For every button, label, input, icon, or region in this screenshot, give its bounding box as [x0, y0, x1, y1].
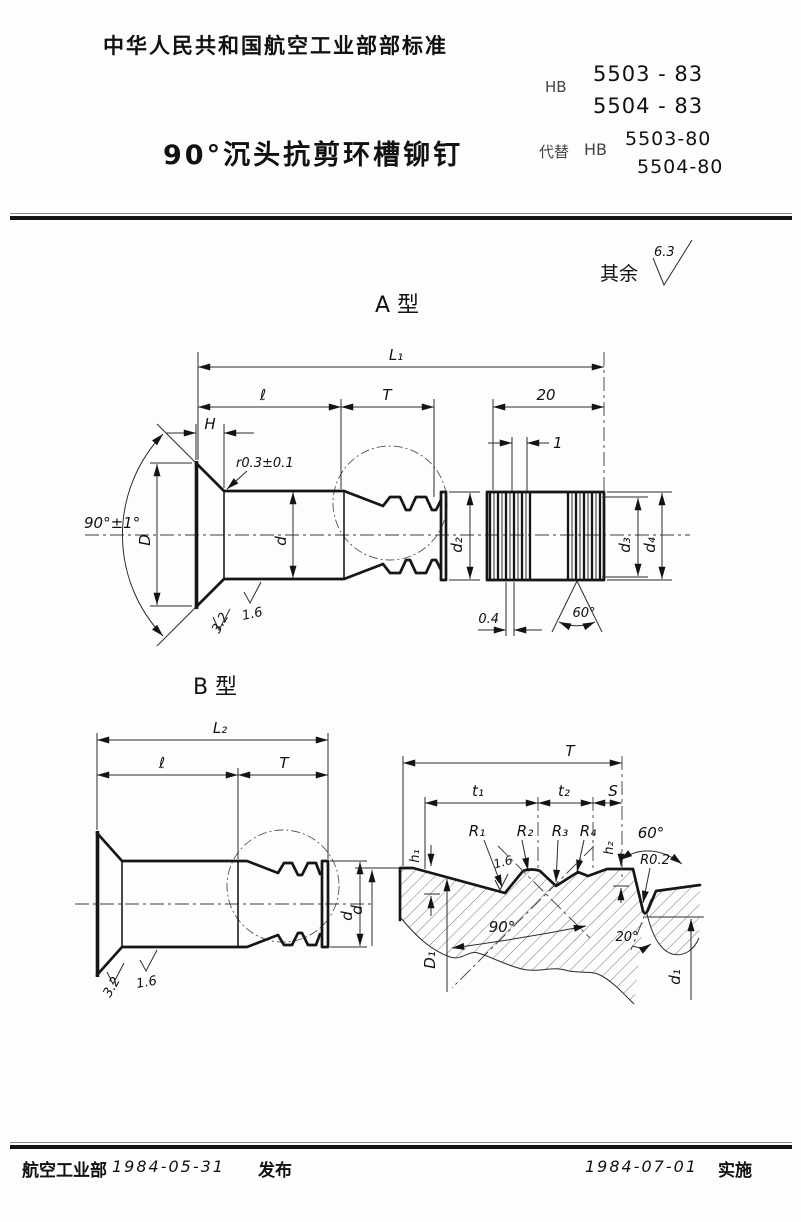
- groove-detail-view: T t₁ t₂ S R₁ R₂ R₃ R₄ h₁: [348, 742, 704, 1005]
- header-rule-thick: [10, 216, 792, 220]
- dim-angle20: 20°: [615, 930, 638, 945]
- detail-profile-outline: [355, 866, 704, 1005]
- footer-issue-label: 发布: [258, 1161, 292, 1181]
- type-b-drawing: B 型 L₂ ℓ T: [75, 675, 372, 1000]
- footer-issuer: 航空工业部: [22, 1161, 107, 1181]
- roughness-check-icon: [652, 239, 693, 287]
- dim-R3: R₃: [552, 822, 568, 840]
- type-b-dimensions: L₂ ℓ T d 3.2 1.6: [96, 719, 367, 1000]
- code-prefix: HB: [545, 78, 567, 96]
- dim-T: T: [279, 754, 290, 772]
- dim-ra-shank: 1.6: [241, 605, 264, 624]
- dim-groove-angle: 60°: [572, 606, 595, 621]
- footer-issue-date: 1984-05-31: [112, 1157, 225, 1176]
- dim-l: ℓ: [158, 754, 165, 772]
- dim-d: d: [348, 905, 366, 915]
- dim-R4: R₄: [580, 822, 596, 840]
- standard-code-1: 5503 - 83: [593, 62, 704, 86]
- dim-L2: L₂: [213, 719, 227, 737]
- replaced-code-2: 5504-80: [637, 156, 724, 178]
- header-rule-thin: [10, 213, 792, 214]
- type-a-groove-lines: [488, 493, 602, 579]
- roughness-check-icon: [212, 608, 231, 632]
- document-title: 90°沉头抗剪环槽铆钉: [163, 140, 464, 171]
- footer-rule-thin: [10, 1142, 792, 1143]
- technical-drawing: 其余 6.3 A 型: [75, 239, 704, 1005]
- dim-S: S: [608, 782, 618, 800]
- replaces-label: 代替: [539, 143, 570, 161]
- dim-angle60: 60°: [638, 824, 665, 842]
- dim-20: 20: [536, 386, 555, 404]
- roughness-check-icon: [243, 581, 262, 605]
- dim-ra: 1.6: [492, 853, 514, 872]
- dim-L1: L₁: [389, 346, 403, 364]
- dim-d1: d₁: [666, 969, 684, 985]
- dim-T: T: [565, 742, 576, 760]
- standard-code-2: 5504 - 83: [593, 94, 704, 118]
- dim-ra-shank: 1.6: [135, 974, 158, 992]
- dim-T: T: [382, 386, 393, 404]
- type-a-label: A 型: [375, 293, 419, 318]
- detail-dimensions: T t₁ t₂ S R₁ R₂ R₃ R₄ h₁: [348, 742, 695, 1000]
- footer-impl-label: 实施: [718, 1161, 752, 1181]
- roughness-check-icon: [494, 873, 509, 892]
- dim-angle90: 90°: [489, 918, 516, 936]
- dim-d: d: [272, 536, 290, 546]
- dim-t1: t₁: [472, 782, 484, 800]
- footer-impl-date: 1984-07-01: [585, 1157, 698, 1176]
- dim-h1: h₁: [408, 849, 423, 862]
- footer-rule-thick: [10, 1145, 792, 1149]
- dim-R2: R₂: [517, 822, 533, 840]
- dim-l: ℓ: [259, 386, 266, 404]
- roughness-check-icon: [139, 949, 158, 973]
- dim-r: r0.3±0.1: [236, 456, 294, 471]
- dim-r02: R0.2: [640, 853, 670, 868]
- dim-t2: t₂: [558, 782, 570, 800]
- type-a-drawing: A 型: [84, 293, 690, 647]
- dim-D1: D₁: [421, 951, 439, 969]
- surface-roughness-note: 其余 6.3: [600, 239, 693, 287]
- roughness-check-icon: [106, 962, 125, 986]
- replaced-code-1: 5503-80: [625, 128, 712, 150]
- dim-ra-head: 3.2: [100, 975, 123, 1000]
- dim-d2: d₂: [448, 537, 466, 553]
- dim-d: d: [338, 911, 356, 921]
- dim-d3: d₃: [616, 537, 634, 553]
- type-b-rivet-outline: [95, 831, 330, 977]
- dim-H: H: [204, 415, 215, 433]
- replaces-prefix: HB: [584, 140, 608, 159]
- dim-ra-head: 3.2: [209, 611, 232, 636]
- dim-head-angle: 90°±1°: [84, 514, 140, 532]
- dim-d4: d₄: [641, 537, 659, 553]
- type-b-label: B 型: [193, 675, 237, 700]
- dim-groove-pitch: 1: [553, 434, 563, 452]
- dim-groove-width: 0.4: [478, 612, 499, 627]
- standard-title: 中华人民共和国航空工业部部标准: [103, 34, 448, 58]
- surface-note-label: 其余: [600, 263, 638, 285]
- type-a-dimensions: L₁ ℓ T 20 H r0.3±0.1 9: [84, 346, 672, 647]
- dim-R1: R₁: [469, 822, 485, 840]
- type-a-rivet-outline: [194, 461, 606, 609]
- dim-h2: h₂: [602, 841, 617, 854]
- surface-note-value: 6.3: [654, 245, 675, 260]
- dim-D: D: [136, 534, 154, 546]
